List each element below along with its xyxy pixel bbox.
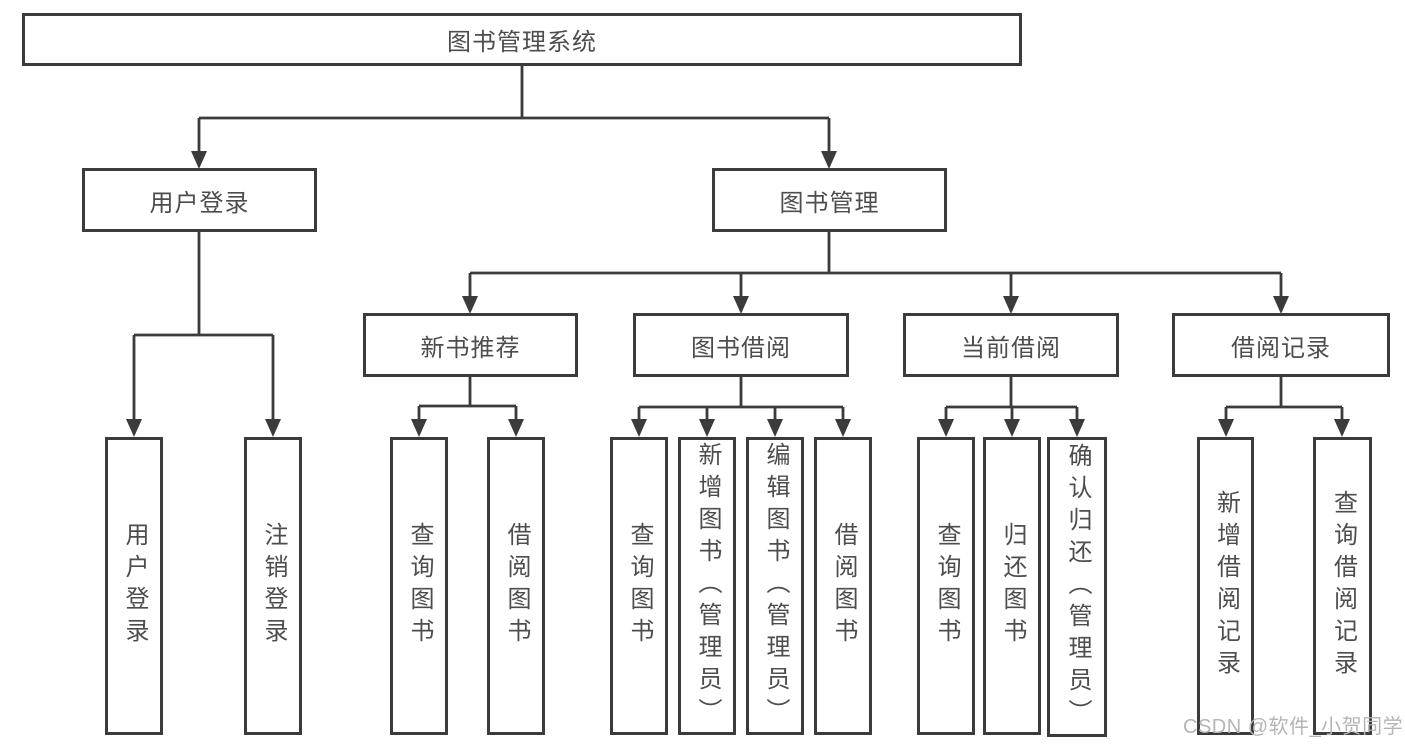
edge-book-mgmt [468, 232, 1283, 311]
node-user-login-label: 用户登录 [149, 189, 250, 217]
node-current-borrow-label: 当前借阅 [961, 334, 1061, 362]
leaf-logout: 注销登录 [244, 437, 302, 735]
leaf-label: 用户登录 [121, 522, 148, 650]
edge-new-books [417, 377, 518, 433]
leaf-label: 归还图书 [999, 522, 1026, 650]
leaf-label: 新增图书（管理员） [694, 442, 721, 730]
node-root: 图书管理系统 [22, 13, 1022, 66]
node-user-login: 用户登录 [82, 168, 317, 232]
leaf-label: 编辑图书（管理员） [762, 442, 789, 730]
leaf-borrow-books-2: 借阅图书 [814, 437, 872, 735]
edge-root-trunk [197, 66, 831, 166]
leaf-user-login: 用户登录 [105, 437, 163, 735]
leaf-label: 查询图书 [406, 522, 433, 650]
leaf-confirm-return-admin: 确认归还（管理员） [1047, 437, 1107, 737]
node-borrow-records: 借阅记录 [1172, 313, 1390, 377]
leaf-edit-books-admin: 编辑图书（管理员） [746, 437, 804, 735]
node-book-mgmt-label: 图书管理 [779, 189, 880, 217]
leaf-query-books-3: 查询图书 [917, 437, 975, 735]
leaf-label: 借阅图书 [503, 522, 530, 650]
leaf-label: 查询图书 [933, 522, 960, 650]
leaf-query-books-1: 查询图书 [390, 437, 448, 735]
node-root-label: 图书管理系统 [447, 29, 597, 56]
node-book-borrow: 图书借阅 [633, 313, 849, 377]
node-book-mgmt: 图书管理 [712, 168, 947, 232]
edge-book-borrow [637, 377, 845, 433]
leaf-borrow-books-1: 借阅图书 [487, 437, 545, 735]
node-new-books: 新书推荐 [363, 313, 578, 377]
csdn-watermark: CSDN @软件_小贺同学 [1183, 716, 1404, 738]
edge-user-login [132, 232, 275, 433]
leaf-return-books: 归还图书 [983, 437, 1041, 735]
edge-borrow-records [1224, 377, 1344, 433]
node-current-borrow: 当前借阅 [903, 313, 1119, 377]
node-new-books-label: 新书推荐 [420, 334, 521, 362]
leaf-label: 新增借阅记录 [1212, 490, 1240, 682]
leaf-label: 查询图书 [626, 522, 653, 650]
leaf-query-books-2: 查询图书 [610, 437, 668, 735]
arrowhead-icons [126, 151, 1350, 437]
node-book-borrow-label: 图书借阅 [691, 334, 791, 362]
leaf-label: 查询借阅记录 [1329, 490, 1357, 682]
leaf-add-borrow-record: 新增借阅记录 [1197, 437, 1254, 735]
leaf-query-borrow-record: 查询借阅记录 [1313, 437, 1372, 735]
leaf-label: 借阅图书 [830, 522, 857, 650]
leaf-add-books-admin: 新增图书（管理员） [678, 437, 736, 735]
leaf-label: 确认归还（管理员） [1064, 443, 1091, 731]
leaf-label: 注销登录 [260, 522, 287, 650]
node-borrow-records-label: 借阅记录 [1231, 334, 1331, 362]
